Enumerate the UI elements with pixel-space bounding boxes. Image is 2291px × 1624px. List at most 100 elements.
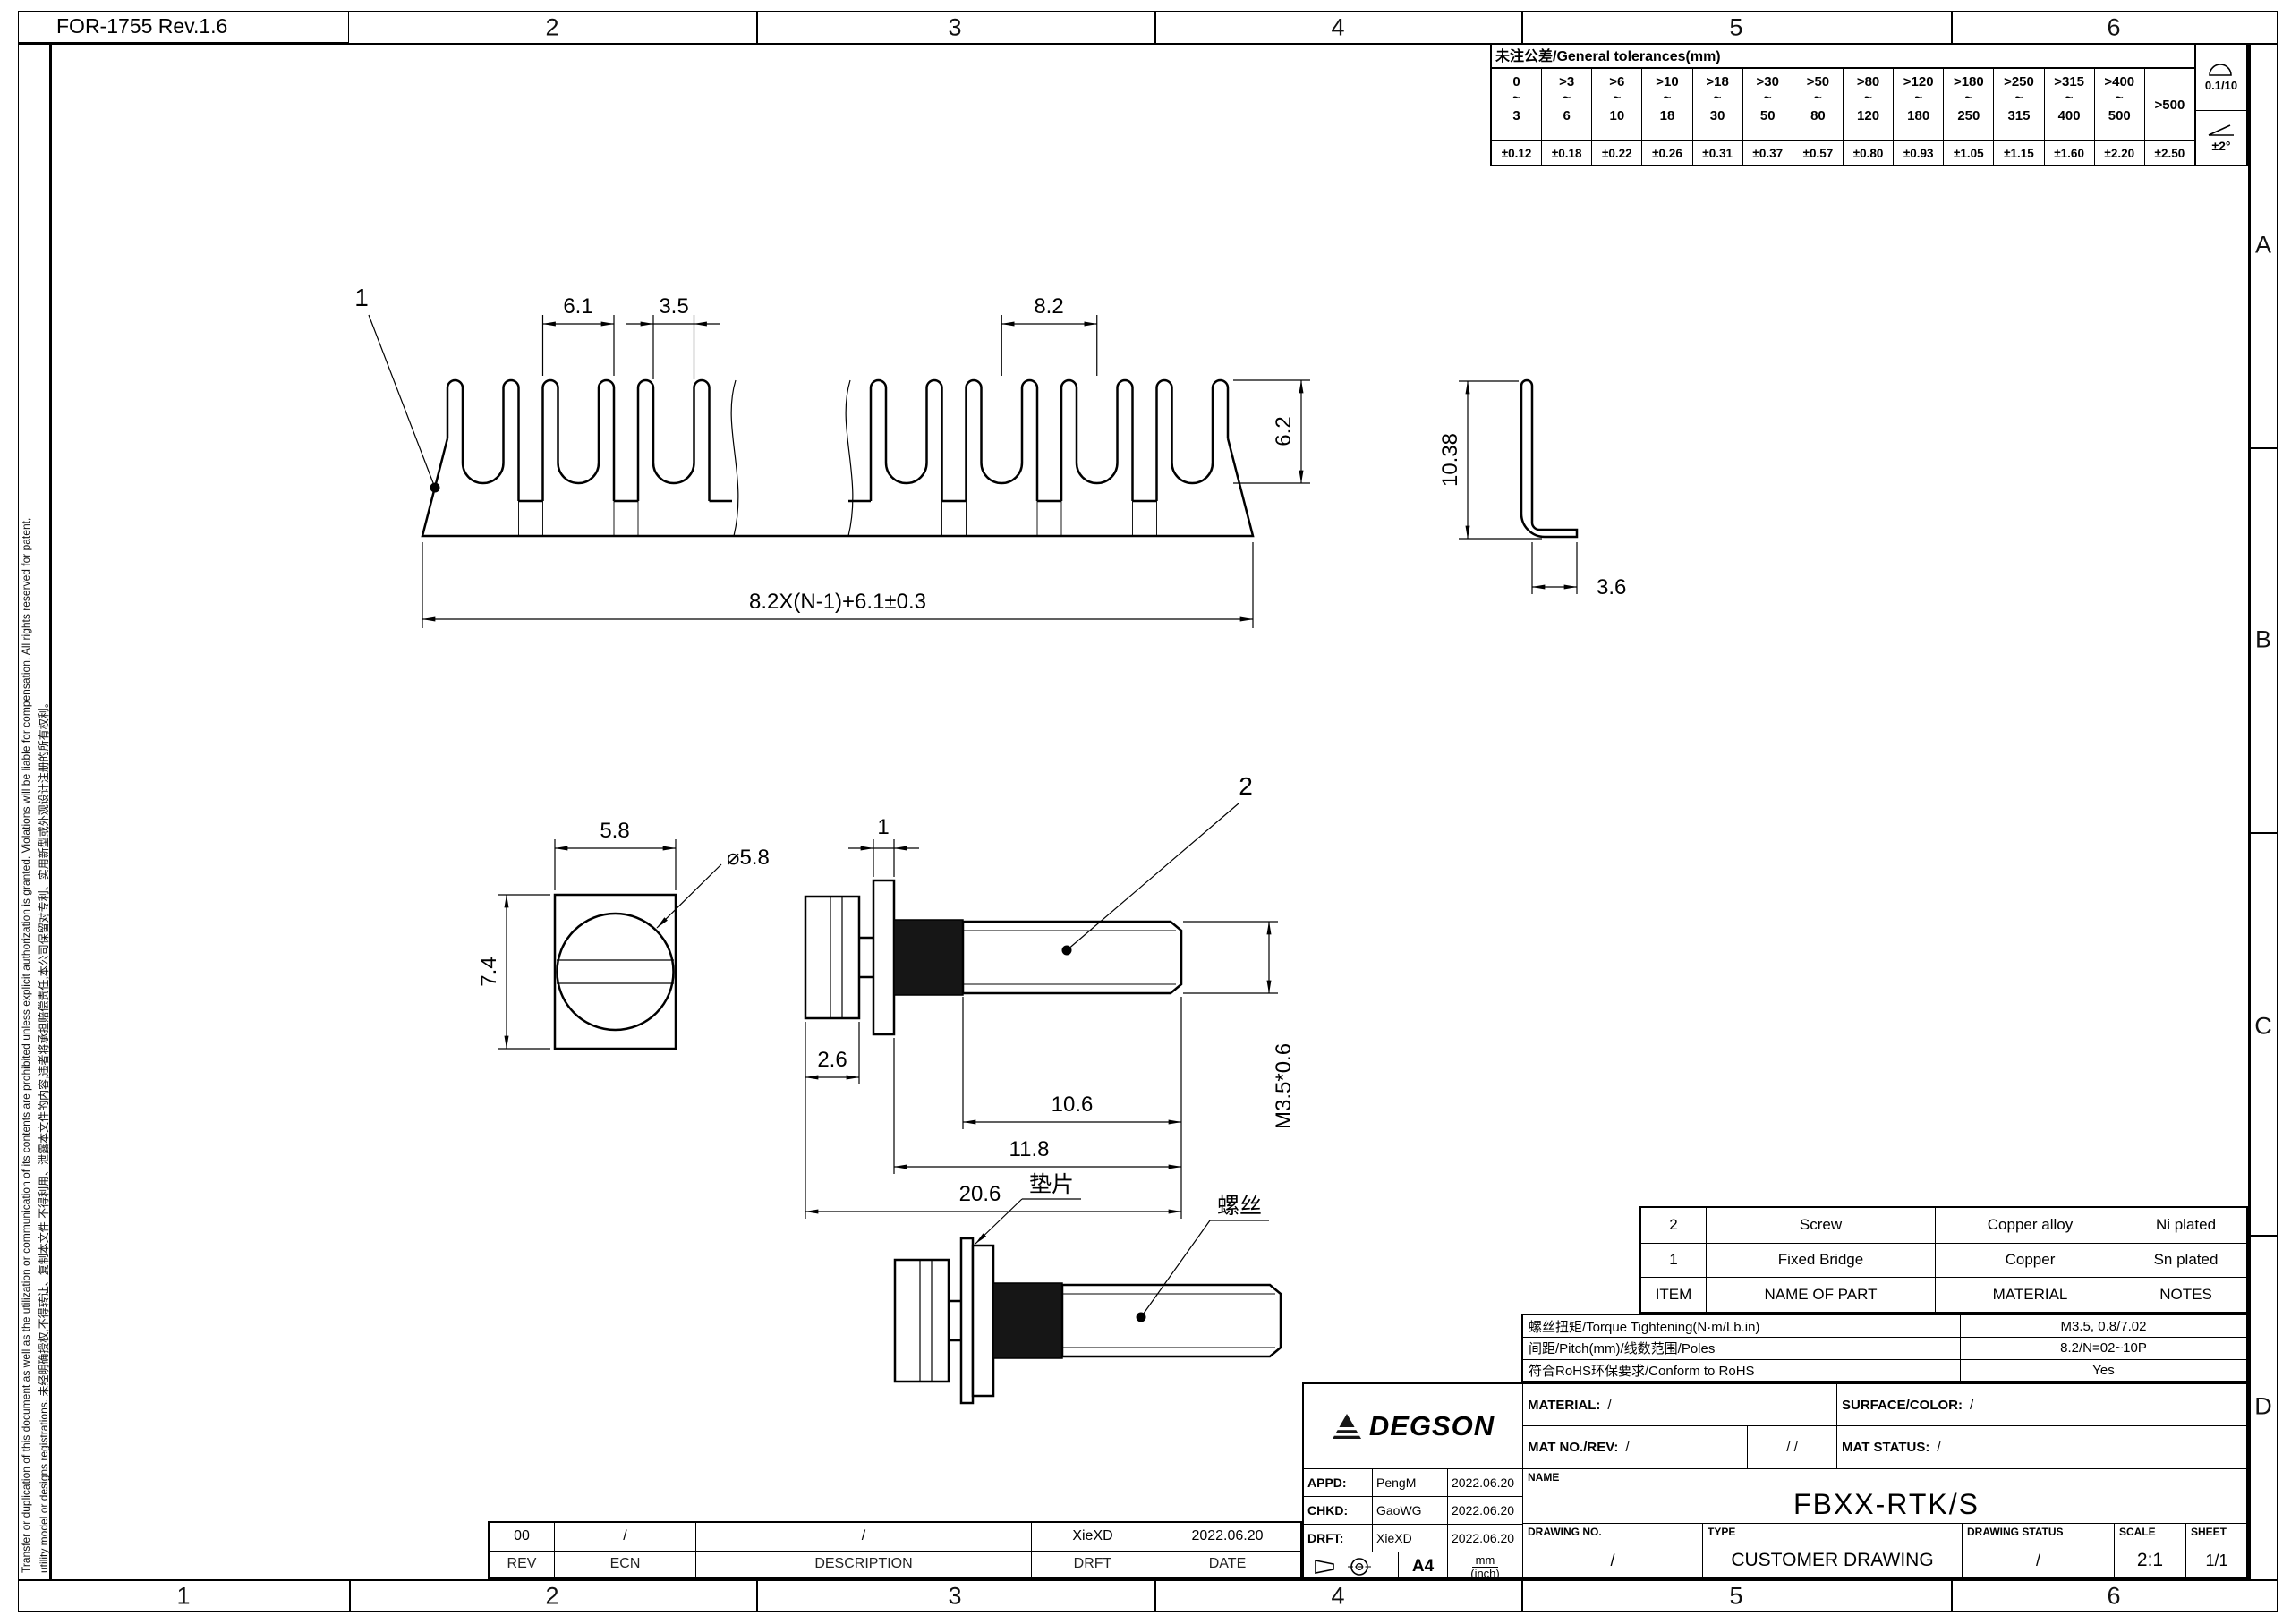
tol-from: >10 xyxy=(1656,74,1679,89)
dim-10-38: 10.38 xyxy=(1438,433,1462,487)
degson-logo-icon xyxy=(1332,1414,1361,1439)
part-material: Copper xyxy=(1935,1243,2125,1278)
tol-from: >80 xyxy=(1856,74,1880,89)
mat-no-value: / xyxy=(1625,1440,1630,1455)
tol-tilde: ~ xyxy=(2115,90,2124,106)
zone-divider xyxy=(1521,11,1523,43)
tolerance-column: >400~500±2.20 xyxy=(2093,69,2144,165)
tol-value: ±0.22 xyxy=(1592,140,1642,165)
drawing-no-label: DRAWING NO. xyxy=(1528,1526,1602,1538)
tol-from: >30 xyxy=(1756,74,1779,89)
frame-line-right xyxy=(2248,43,2251,1579)
tol-to: 10 xyxy=(1609,108,1625,123)
tolerance-column: >10~18±0.26 xyxy=(1641,69,1692,165)
part-item: 1 xyxy=(1669,1251,1678,1269)
tolerance-column: >250~315±1.15 xyxy=(1993,69,2044,165)
tol-tilde: ~ xyxy=(2065,90,2074,106)
sheet-cell: SHEET 1/1 xyxy=(2185,1523,2247,1581)
parts-table: 2 Screw Copper alloy Ni plated 1 Fixed B… xyxy=(1639,1206,2248,1314)
legal-notice-line-1: Transfer or duplication of this document… xyxy=(20,517,32,1573)
type-value: CUSTOMER DRAWING xyxy=(1731,1550,1934,1570)
scale-value: 2:1 xyxy=(2136,1550,2164,1570)
tol-tilde: ~ xyxy=(1763,90,1772,106)
brand-name: DEGSON xyxy=(1368,1410,1495,1441)
label-screw: 螺丝 xyxy=(1217,1194,1262,1219)
part-name: Screw xyxy=(1706,1208,1935,1243)
frame-line-bottom xyxy=(18,1579,2278,1581)
drafted-row: DRFT: XieXD 2022.06.20 xyxy=(1304,1525,1523,1552)
mat-no-mid-cell: / / xyxy=(1747,1426,1836,1469)
mat-status-label: MAT STATUS: xyxy=(1842,1440,1930,1455)
zone-label-bottom: 1 xyxy=(176,1582,191,1610)
zone-divider xyxy=(756,11,758,43)
rev-header: REV xyxy=(507,1556,537,1572)
spec-row: 符合RoHS环保要求/Conform to RoHS Yes xyxy=(1523,1358,2246,1381)
drawing-no-cell: DRAWING NO. / xyxy=(1523,1523,1702,1581)
header-name: NAME OF PART xyxy=(1706,1278,1935,1312)
zone-divider xyxy=(1951,1579,1953,1612)
date-header: DATE xyxy=(1154,1551,1300,1577)
tol-value: ±0.31 xyxy=(1692,140,1742,165)
spec-row: 间距/Pitch(mm)/线数范围/Poles 8.2/N=02~10P xyxy=(1523,1337,2246,1359)
revision-header-row: REV ECN DESCRIPTION DRFT DATE xyxy=(490,1550,1300,1577)
tolerance-column: >315~400±1.60 xyxy=(2043,69,2094,165)
tol-from: 0 xyxy=(1512,74,1520,89)
tol-from: >315 xyxy=(2054,74,2085,89)
tol-from: >50 xyxy=(1806,74,1830,89)
tolerance-column: >30~50 ±0.37 xyxy=(1742,69,1793,165)
drawing-status-value: / xyxy=(2035,1551,2040,1569)
zone-label-bottom: 6 xyxy=(2107,1582,2121,1610)
description-value: / xyxy=(695,1523,1031,1551)
tol-value: ±1.05 xyxy=(1944,140,1994,165)
leader-dot-assembly-screw xyxy=(1136,1312,1146,1322)
dim-3-6: 3.6 xyxy=(1597,575,1626,599)
tol-value: ±1.15 xyxy=(1994,140,2044,165)
zone-label-bottom: 3 xyxy=(948,1582,962,1610)
part-notes: Ni plated xyxy=(2125,1208,2246,1243)
description-header: DESCRIPTION xyxy=(695,1551,1031,1577)
outer-border xyxy=(18,11,2278,1612)
tol-from: >180 xyxy=(1953,74,1984,89)
label-washer: 垫片 xyxy=(1029,1172,1074,1197)
dim-thread-spec: M3.5*0.6 xyxy=(1272,1043,1296,1129)
tol-to: 120 xyxy=(1857,108,1880,123)
tol-over500-value: ±2.50 xyxy=(2144,140,2194,165)
part-item: 2 xyxy=(1669,1216,1678,1234)
type-label: TYPE xyxy=(1708,1526,1736,1538)
tolerance-table-title: 未注公差/General tolerances(mm) xyxy=(1492,45,2194,69)
flatness-tolerance-cell: 0.1/10 xyxy=(2196,45,2246,111)
header-item: ITEM xyxy=(1655,1286,1692,1304)
surface-color-cell: SURFACE/COLOR: / xyxy=(1836,1384,2250,1426)
tol-to: 80 xyxy=(1810,108,1826,123)
name-label: NAME xyxy=(1528,1471,1560,1484)
dim-11-8: 11.8 xyxy=(1009,1137,1050,1161)
tol-value: ±0.12 xyxy=(1492,140,1542,165)
header-material: MATERIAL xyxy=(1935,1278,2125,1312)
tol-to: 50 xyxy=(1759,108,1776,123)
tol-to: 180 xyxy=(1907,108,1930,123)
dim-overall-length: 8.2X(N-1)+6.1±0.3 xyxy=(749,590,926,614)
material-value: / xyxy=(1607,1397,1612,1413)
zone-divider xyxy=(1154,11,1156,43)
mat-no-label: MAT NO./REV: xyxy=(1528,1440,1619,1455)
material-cell: MATERIAL: / xyxy=(1523,1384,1836,1426)
tol-tilde: ~ xyxy=(1864,90,1872,106)
zone-label-top: 6 xyxy=(2107,13,2121,41)
drft-label: DRFT: xyxy=(1307,1531,1344,1545)
zone-divider xyxy=(1521,1579,1523,1612)
revision-table: 00 / / XieXD 2022.06.20 REV ECN DESCRIPT… xyxy=(488,1521,1302,1579)
header-notes: NOTES xyxy=(2125,1278,2246,1312)
balloon-item-1: 1 xyxy=(354,284,369,311)
dim-3-5: 3.5 xyxy=(659,294,688,319)
zone-divider xyxy=(349,1579,351,1612)
part-notes: Sn plated xyxy=(2125,1243,2246,1278)
material-label: MATERIAL: xyxy=(1528,1397,1601,1413)
zone-divider xyxy=(1154,1579,1156,1612)
assembly-view: 垫片 螺丝 xyxy=(893,1172,1282,1405)
tol-value: ±0.93 xyxy=(1894,140,1944,165)
tol-value: ±0.57 xyxy=(1793,140,1843,165)
flatness-icon xyxy=(2209,63,2232,76)
tol-value: ±0.37 xyxy=(1742,140,1793,165)
angle-value: ±2° xyxy=(2211,138,2231,153)
